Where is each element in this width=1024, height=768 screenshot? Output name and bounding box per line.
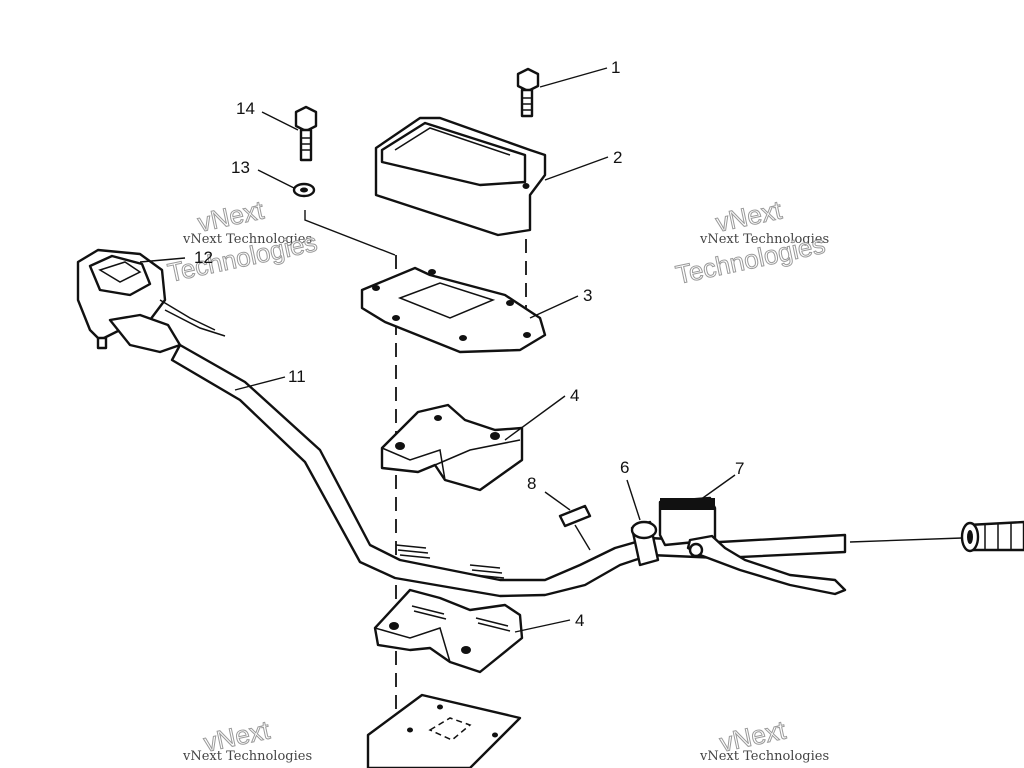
bolt-part-1 [516, 67, 540, 118]
handlebar-cover-part-2 [374, 116, 547, 237]
callout-8: 8 [527, 474, 536, 493]
callout-12: 12 [194, 248, 213, 267]
callout-13: 13 [231, 158, 250, 177]
cap-part-8 [558, 504, 592, 528]
callout-14: 14 [236, 99, 255, 118]
callout-labels: 1 2 3 4 4 6 7 8 11 12 13 14 [194, 58, 744, 630]
assembly-axis-bolt14 [304, 210, 396, 256]
upper-clamp-part-4 [380, 403, 524, 492]
watermark-company: vNext Technologies [182, 232, 312, 247]
throttle-switch-part-7 [658, 496, 847, 596]
watermark-company: vNext Technologies [699, 232, 829, 247]
callout-4-upper: 4 [570, 386, 579, 405]
ring-part-6 [630, 520, 660, 567]
callout-4-lower: 4 [575, 611, 584, 630]
washer-part-13 [292, 182, 316, 198]
watermark-top-left: vNext vNext Technologies Technologies [165, 194, 321, 288]
watermark-top-right: vNext vNext Technologies Technologies [673, 194, 830, 290]
lower-clamp-knurling [411, 605, 511, 632]
watermark-bottom-right: vNext vNext Technologies [699, 714, 829, 764]
callout-11: 11 [288, 367, 306, 386]
watermark-company: vNext Technologies [699, 749, 829, 764]
watermark-bottom-left: vNext vNext Technologies [182, 714, 312, 764]
handlebar-part-11 [170, 343, 847, 598]
callout-3: 3 [583, 286, 592, 305]
handle-grip [849, 520, 1024, 553]
callout-1: 1 [611, 58, 620, 77]
watermark-company: vNext Technologies [182, 749, 312, 764]
callout-7: 7 [735, 459, 744, 478]
lower-clamp-part-4 [373, 588, 524, 674]
handlebar-knurling [395, 544, 505, 579]
leader-lines [139, 67, 736, 633]
callout-6: 6 [620, 458, 629, 477]
base-plate [366, 693, 522, 768]
callout-2: 2 [613, 148, 622, 167]
brake-master-cylinder-part-12 [76, 248, 226, 354]
mounting-plate-part-3 [360, 266, 547, 354]
bolt-part-14 [294, 105, 318, 162]
